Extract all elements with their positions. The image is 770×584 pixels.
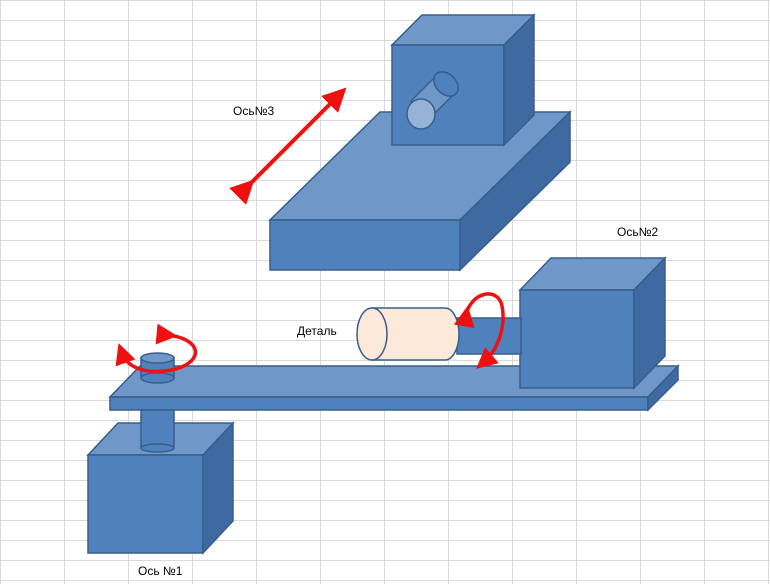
axis3-label: Ось№3 xyxy=(233,104,275,118)
axis3-arrow-icon xyxy=(229,87,347,205)
part-label: Деталь xyxy=(297,324,337,338)
axis2-shaft xyxy=(456,317,522,355)
axis1-upper-shaft xyxy=(140,352,175,384)
axis2-motor-box xyxy=(518,256,667,390)
part-cylinder xyxy=(356,307,460,361)
axis1-motor-box xyxy=(86,421,235,555)
axis1-lower-shaft xyxy=(140,409,175,453)
axis1-label: Ось №1 xyxy=(138,564,183,578)
axis3-spindle xyxy=(406,71,459,130)
axis2-rotation-arrow-icon xyxy=(453,292,505,369)
axis1-rotation-arrow-icon xyxy=(115,323,198,374)
axis2-label: Ось№2 xyxy=(617,225,659,239)
